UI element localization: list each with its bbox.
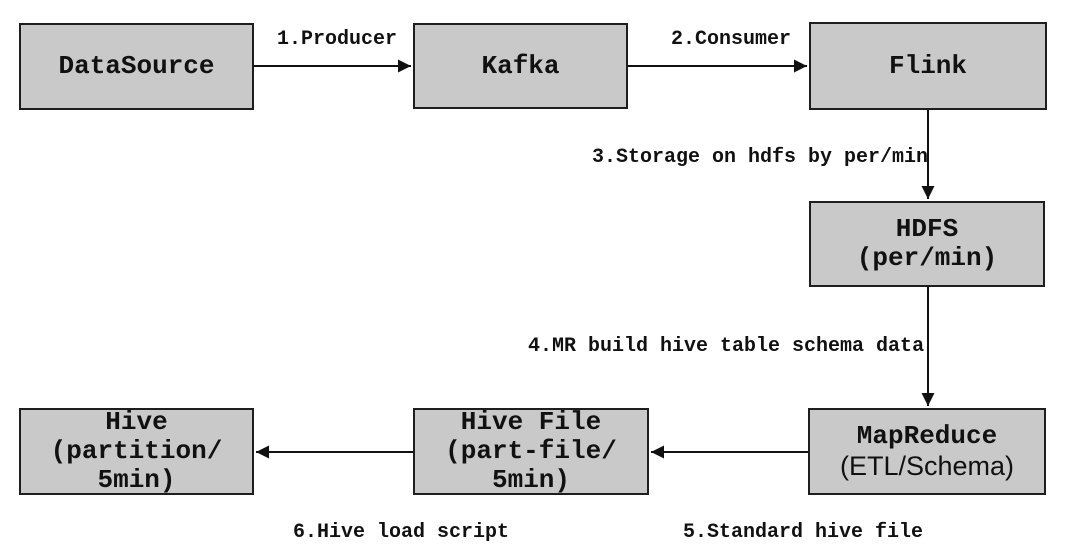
node-hive-file: Hive File (part-file/ 5min): [413, 408, 649, 495]
node-hive: Hive (partition/ 5min): [19, 408, 254, 495]
node-hive-label-line-2: (partition/: [50, 436, 223, 466]
edge-label-storage-on-hdfs: 3.Storage on hdfs by per/min: [592, 146, 929, 169]
node-datasource-label: DataSource: [58, 51, 215, 81]
node-mapreduce-label-line-1: MapReduce: [856, 420, 998, 451]
node-mapreduce-label-line-2: (ETL/Schema): [839, 450, 1015, 481]
node-mapreduce: MapReduce (ETL/Schema): [808, 408, 1046, 495]
edge-label-producer: 1.Producer: [277, 28, 398, 51]
edge-label-mr-build-schema: 4.MR build hive table schema data: [528, 335, 925, 358]
node-flink-label: Flink: [888, 50, 967, 81]
node-hive-label-line-1: Hive: [105, 407, 168, 437]
edge-label-hive-load-script: 6.Hive load script: [293, 521, 510, 544]
node-hdfs: HDFS (per/min): [809, 201, 1045, 287]
node-flink: Flink: [809, 22, 1047, 110]
node-hdfs-label-line-2: (per/min): [856, 243, 998, 273]
edge-label-consumer: 2.Consumer: [671, 28, 792, 51]
node-kafka: Kafka: [413, 23, 628, 109]
node-hdfs-label-line-1: HDFS: [895, 214, 959, 244]
node-datasource: DataSource: [19, 23, 254, 110]
node-hive-file-label-line-2: (part-file/: [445, 436, 617, 466]
node-hive-label-line-3: 5min): [97, 465, 176, 495]
node-hive-file-label-line-3: 5min): [491, 465, 570, 495]
edge-label-standard-hive-file: 5.Standard hive file: [683, 521, 924, 544]
node-hive-file-label-line-1: Hive File: [460, 407, 602, 437]
node-kafka-label: Kafka: [481, 50, 560, 81]
